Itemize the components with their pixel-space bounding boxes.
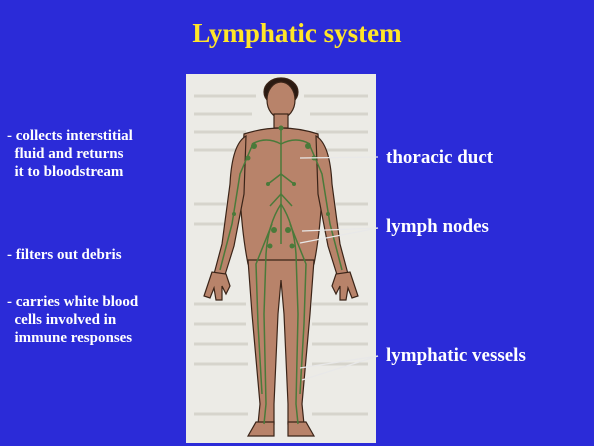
label-lymph-nodes: lymph nodes — [386, 216, 489, 238]
leader-lymphatic-vessels-lower — [302, 356, 378, 380]
label-thoracic-duct: thoracic duct — [386, 147, 493, 169]
leader-thoracic-duct — [300, 157, 378, 158]
label-lymphatic-vessels: lymphatic vessels — [386, 345, 526, 367]
leader-lymphatic-vessels-upper — [300, 356, 378, 368]
